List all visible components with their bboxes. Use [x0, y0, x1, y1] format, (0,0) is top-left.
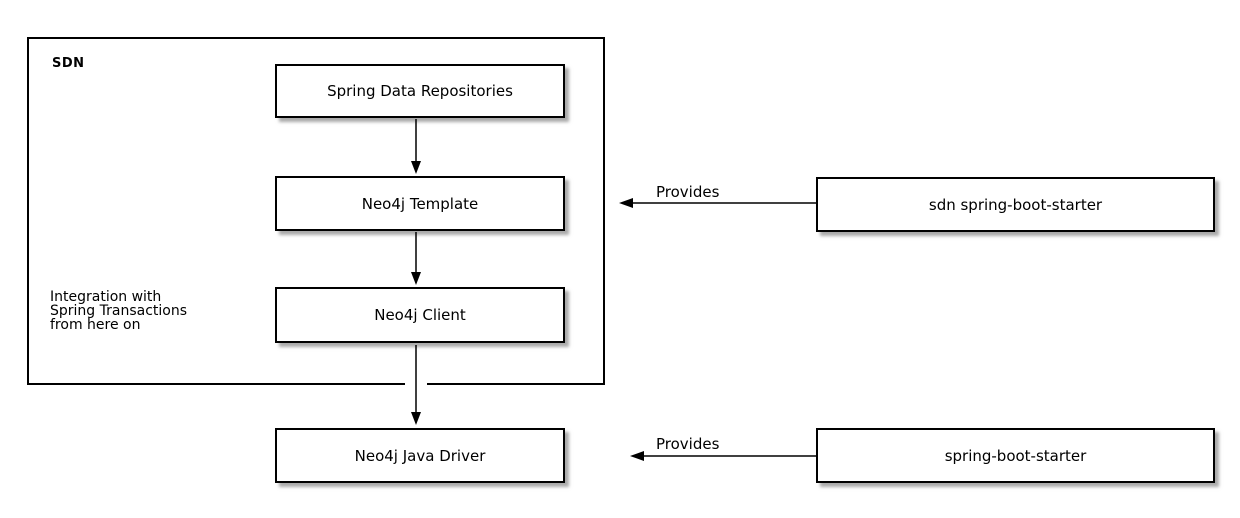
sdn-group-box: SDN: [27, 37, 605, 385]
sdn-group-label: SDN: [52, 56, 85, 71]
note-spring-transactions: Integration with Spring Transactions fro…: [50, 290, 187, 332]
arrow-provides-top-head: [619, 198, 633, 208]
node-sdn-spring-boot-starter-label: sdn spring-boot-starter: [928, 195, 1103, 214]
note-line-1: Integration with: [50, 289, 162, 305]
node-spring-boot-starter-label: spring-boot-starter: [944, 446, 1087, 465]
node-neo4j-client-label: Neo4j Client: [374, 306, 466, 324]
node-sdn-spring-boot-starter: sdn spring-boot-starter: [816, 177, 1215, 232]
edge-label-provides-top: Provides: [656, 183, 720, 201]
note-line-2: Spring Transactions: [50, 303, 188, 319]
node-neo4j-template-label: Neo4j Template: [361, 194, 479, 213]
arrow-client-to-driver-head: [411, 412, 421, 425]
node-neo4j-java-driver: Neo4j Java Driver: [275, 428, 565, 483]
edge-label-provides-bottom: Provides: [656, 435, 720, 453]
note-line-3: from here on: [50, 317, 141, 333]
node-spring-boot-starter: spring-boot-starter: [816, 428, 1215, 483]
node-neo4j-java-driver-label: Neo4j Java Driver: [354, 446, 486, 465]
node-neo4j-client: Neo4j Client: [275, 287, 565, 343]
node-spring-data-repositories: Spring Data Repositories: [275, 64, 565, 118]
node-spring-data-repositories-label: Spring Data Repositories: [327, 82, 513, 100]
arrow-provides-bottom-head: [630, 451, 644, 461]
node-neo4j-template: Neo4j Template: [275, 176, 565, 231]
